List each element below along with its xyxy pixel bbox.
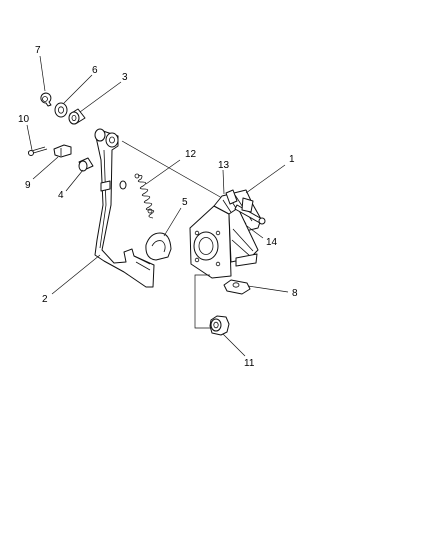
callout-11: 11 xyxy=(244,358,255,369)
callout-1: 1 xyxy=(289,154,295,165)
callout-9: 9 xyxy=(25,180,31,191)
pivot-rod-line xyxy=(121,140,223,199)
part-11-nut xyxy=(209,315,230,336)
part-1-pedal-bracket xyxy=(189,189,266,279)
part-8-clip xyxy=(223,279,251,295)
part-7-retaining-clip xyxy=(40,92,52,107)
callout-12: 12 xyxy=(185,149,197,160)
part-4-bushing xyxy=(78,157,94,172)
callout-10: 10 xyxy=(18,114,30,125)
callout-leaders xyxy=(26,55,289,357)
part-12-return-spring xyxy=(134,173,155,219)
part-3-bushing xyxy=(68,108,86,125)
bracket-to-nut-line xyxy=(194,274,212,329)
callout-6: 6 xyxy=(92,65,98,76)
part-2-pedal-arm xyxy=(94,128,155,288)
callout-14: 14 xyxy=(266,237,278,248)
part-9-clip xyxy=(53,144,72,158)
callout-2: 2 xyxy=(42,294,48,305)
callout-7: 7 xyxy=(35,45,41,56)
callout-13: 13 xyxy=(218,160,230,171)
callout-4: 4 xyxy=(58,190,64,201)
callout-labels: 7 6 3 10 9 4 12 13 1 5 14 2 8 11 xyxy=(18,45,298,369)
part-10-pin xyxy=(27,146,48,156)
callout-3: 3 xyxy=(122,72,128,83)
callout-8: 8 xyxy=(292,288,298,299)
part-5-stop-pad xyxy=(145,232,172,261)
callout-5: 5 xyxy=(182,197,188,208)
part-6-washer xyxy=(54,102,68,118)
